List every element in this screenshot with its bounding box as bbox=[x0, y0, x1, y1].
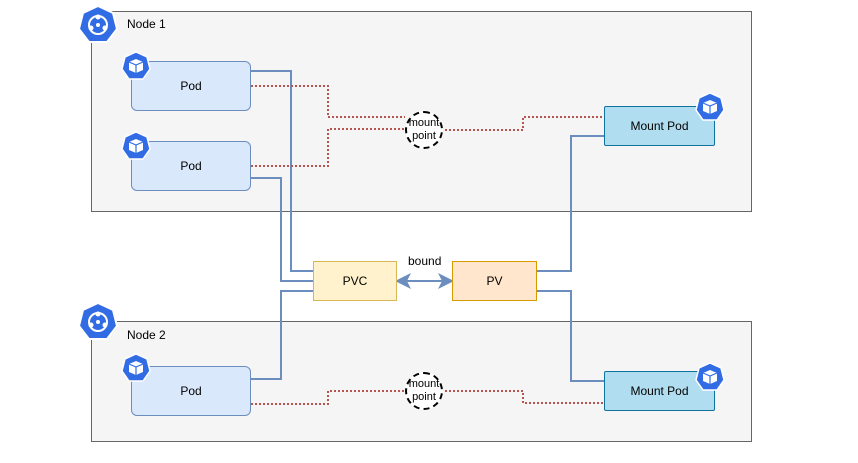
edge-pod3-pvc bbox=[251, 290, 313, 380]
pv-label: PV bbox=[486, 274, 503, 288]
edge-pod2-pvc bbox=[251, 177, 313, 282]
pvc-box[interactable]: PVC bbox=[313, 261, 397, 301]
pod-3-label: Pod bbox=[180, 384, 202, 398]
dotted-pod3-mountpoint bbox=[251, 390, 405, 405]
mount-point-label-line1: mount bbox=[408, 117, 440, 129]
edge-pv-mountpod1 bbox=[537, 135, 604, 272]
pod-cube-icon bbox=[121, 131, 151, 160]
pod-1-label: Pod bbox=[180, 79, 202, 93]
mount-point-label-line2: point bbox=[412, 130, 436, 142]
edge-pod1-pvc bbox=[251, 70, 313, 272]
kubernetes-node-icon bbox=[77, 301, 119, 340]
mount-pod-2-label: Mount Pod bbox=[630, 384, 689, 398]
mount-pod-cube-icon bbox=[695, 92, 725, 121]
mount-pod-1[interactable]: Mount Pod bbox=[604, 106, 715, 146]
pod-cube-icon bbox=[121, 51, 151, 80]
pod-2[interactable]: Pod bbox=[131, 141, 251, 191]
pvc-label: PVC bbox=[342, 274, 368, 288]
pv-box[interactable]: PV bbox=[452, 261, 537, 301]
dotted-pod2-mountpoint bbox=[251, 128, 405, 167]
node-1-label: Node 1 bbox=[127, 17, 166, 31]
pod-cube-icon bbox=[121, 353, 151, 382]
edge-pv-mountpod2 bbox=[537, 290, 604, 382]
dotted-pod1-mountpoint bbox=[251, 85, 405, 118]
mount-pod-1-label: Mount Pod bbox=[630, 119, 689, 133]
mount-point-label-line2: point bbox=[412, 391, 436, 403]
pod-2-label: Pod bbox=[180, 159, 202, 173]
pod-1[interactable]: Pod bbox=[131, 61, 251, 111]
dotted-mountpoint-mountpod1 bbox=[445, 116, 604, 131]
kubernetes-node-icon bbox=[77, 4, 119, 43]
mount-pod-cube-icon bbox=[695, 362, 725, 391]
node-2-label: Node 2 bbox=[127, 328, 166, 342]
pod-3[interactable]: Pod bbox=[131, 366, 251, 416]
mount-point-label-line1: mount bbox=[408, 378, 440, 390]
bound-label: bound bbox=[408, 254, 442, 268]
dotted-mountpoint-mountpod2 bbox=[445, 390, 604, 404]
